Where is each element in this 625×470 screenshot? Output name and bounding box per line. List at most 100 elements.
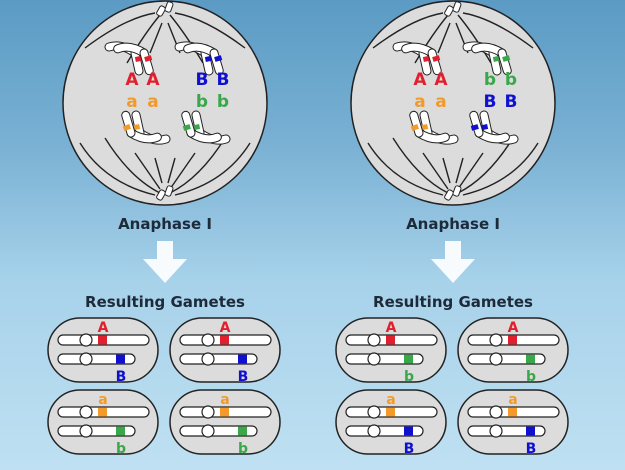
gene-band — [386, 335, 395, 345]
chromatid — [181, 110, 222, 144]
cell-membrane — [350, 0, 556, 206]
allele-label-top: a — [220, 392, 229, 408]
allele-label-top: A — [386, 320, 397, 336]
gamete: aB — [335, 389, 447, 457]
chromosome-lower-right — [181, 110, 231, 145]
centromere — [367, 424, 381, 438]
centriole — [452, 185, 462, 197]
down-arrow-icon — [431, 241, 475, 283]
chromosome — [179, 425, 258, 437]
allele-label-bottom: B — [238, 369, 249, 385]
gamete-membrane — [169, 389, 281, 455]
gamete: AB — [47, 317, 159, 385]
gamete-membrane — [47, 317, 159, 383]
spindle-fiber — [169, 152, 196, 190]
centriole — [156, 189, 166, 201]
centromere — [201, 424, 215, 438]
gamete-membrane — [457, 317, 569, 383]
chromosome — [57, 425, 136, 437]
chromatid — [183, 42, 224, 76]
chromosome-lower-left — [121, 110, 171, 145]
gene-band — [144, 55, 153, 62]
chromatid-fill — [410, 111, 423, 137]
allele-label-top: a — [386, 392, 395, 408]
spindle-fiber — [455, 157, 464, 184]
gametes-label: Resulting Gametes — [85, 293, 245, 311]
centriole — [164, 1, 174, 13]
gene-band — [508, 335, 517, 345]
gene-band — [526, 426, 535, 436]
allele-label: A — [146, 70, 160, 90]
allele-label: A — [434, 70, 448, 90]
centriole — [164, 185, 174, 197]
allele-label: A — [125, 70, 139, 90]
centromere — [201, 405, 215, 419]
chromosome — [467, 425, 546, 437]
spindle-fiber — [392, 137, 449, 194]
allele-label: A — [413, 70, 427, 90]
chromatid-fill — [210, 49, 223, 75]
allele-label: B — [217, 70, 230, 90]
allele-label-bottom: B — [404, 441, 415, 457]
gametes-label: Resulting Gametes — [373, 293, 533, 311]
gene-band — [404, 426, 413, 436]
chromosome-upper-right — [462, 41, 512, 76]
spindle-fiber — [174, 142, 251, 196]
gamete: AB — [169, 317, 281, 385]
chromatid-fill — [201, 49, 213, 75]
chromatid — [469, 110, 510, 144]
centromere — [201, 352, 215, 366]
centriole — [444, 5, 454, 17]
centromere — [201, 333, 215, 347]
allele-label-bottom: b — [404, 369, 414, 385]
spindle-fiber — [104, 137, 161, 194]
chromatid — [113, 42, 154, 76]
centromere — [489, 333, 503, 347]
centromere — [79, 424, 93, 438]
allele-label: b — [196, 92, 208, 112]
chromatid — [471, 42, 512, 76]
gene-band — [220, 407, 229, 417]
gamete: aB — [457, 389, 569, 457]
spindle-fiber — [462, 142, 539, 196]
allele-label: a — [126, 92, 137, 112]
allele-label: B — [505, 92, 518, 112]
chromatid-fill — [420, 111, 432, 137]
chromatid-fill — [192, 111, 204, 137]
allele-label-top: a — [98, 392, 107, 408]
gene-band — [404, 354, 413, 364]
spindle-fiber — [174, 12, 246, 49]
spindle-fiber — [422, 152, 449, 190]
allele-label: B — [196, 70, 209, 90]
gene-band — [508, 407, 517, 417]
gene-band — [470, 124, 479, 131]
chromosome — [345, 353, 424, 365]
chromatid-fill — [132, 111, 144, 137]
chromatid-fill — [428, 49, 441, 75]
gene-band — [98, 335, 107, 345]
down-arrow-icon — [143, 241, 187, 283]
spindle-fiber — [134, 152, 161, 190]
allele-label-top: A — [508, 320, 519, 336]
chromosome — [179, 353, 258, 365]
gene-band — [526, 354, 535, 364]
gene-band — [98, 407, 107, 417]
spindle-fiber — [126, 14, 161, 64]
gene-band — [116, 354, 125, 364]
chromatid-fill — [140, 49, 153, 75]
spindle-fiber — [442, 157, 451, 184]
allele-label: a — [435, 92, 446, 112]
spindle-fiber — [149, 22, 163, 54]
gene-band — [122, 124, 131, 131]
spindle-fiber — [457, 14, 492, 64]
allele-label-bottom: B — [116, 369, 127, 385]
spindle-fiber — [372, 12, 444, 49]
gamete: ab — [169, 389, 281, 457]
chromatid — [409, 110, 450, 144]
gamete-membrane — [47, 389, 159, 455]
gamete: Ab — [335, 317, 447, 385]
spindle-fiber — [462, 12, 534, 49]
chromatid — [401, 42, 442, 76]
gene-band — [238, 354, 247, 364]
